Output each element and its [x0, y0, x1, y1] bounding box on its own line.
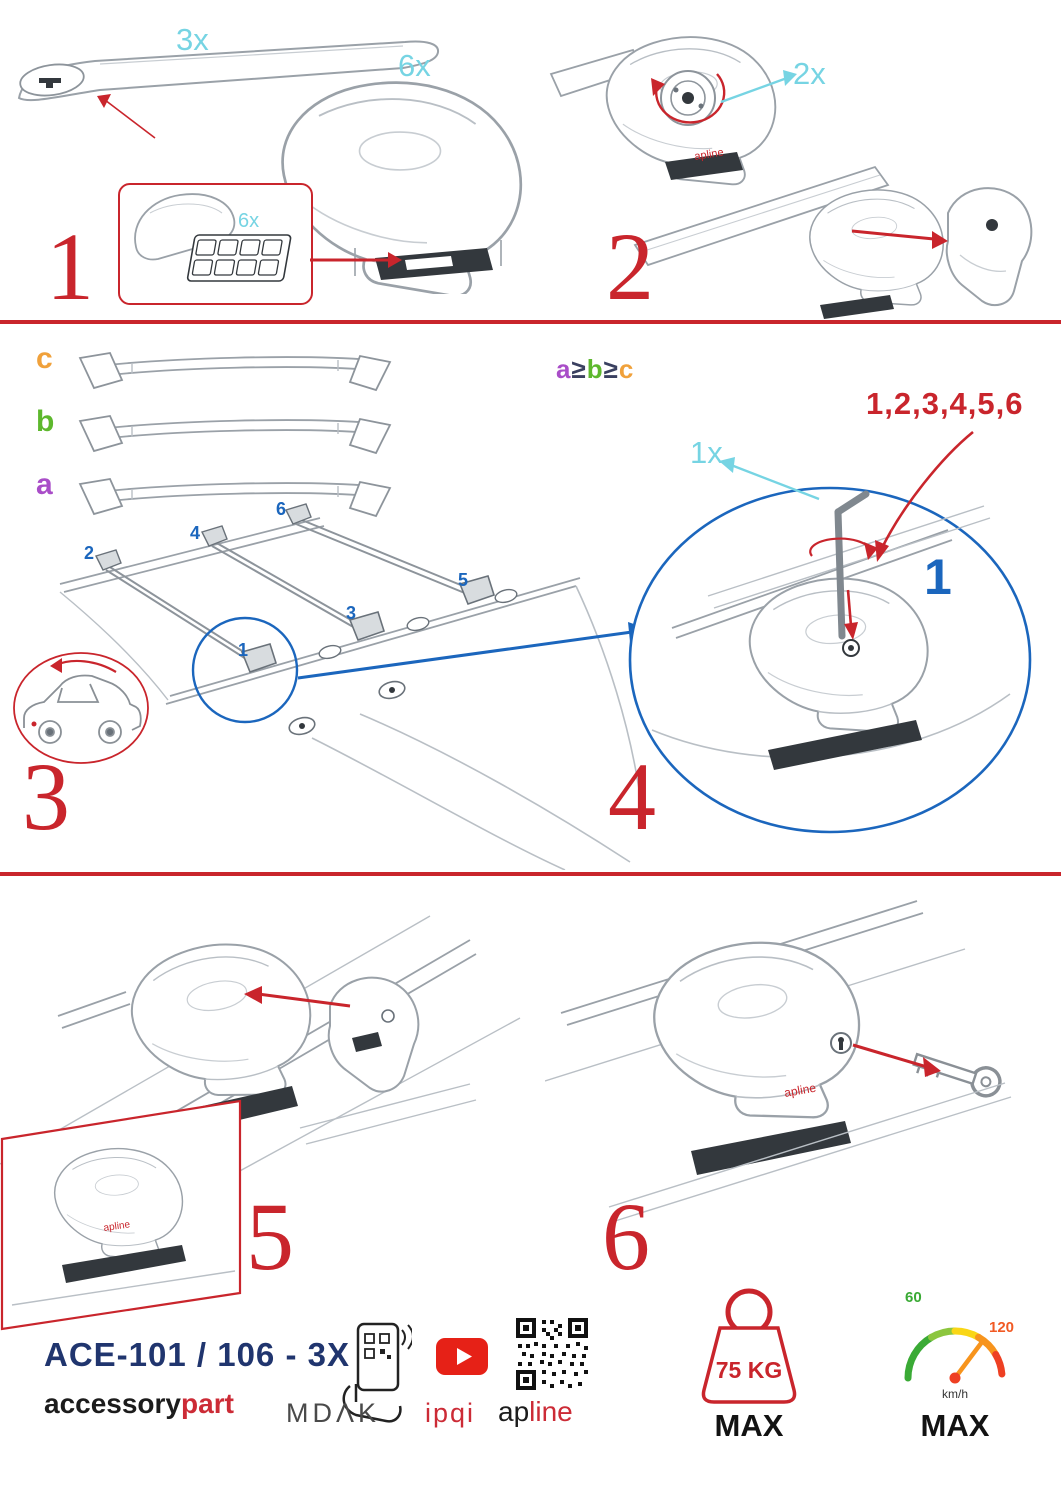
ap-text: ap	[498, 1396, 530, 1427]
mount-pads	[288, 588, 518, 736]
foot-illustration-step1	[281, 81, 523, 294]
speedometer-icon: 60 120 km/h	[904, 1289, 1014, 1401]
foot-dial-illustration: apline	[549, 30, 797, 194]
step-4-number: 4	[608, 743, 656, 850]
key-icon	[912, 1052, 1002, 1098]
max-weight-icon: 75 KG	[701, 1288, 797, 1404]
section-divider-1	[0, 320, 1061, 324]
rule-a: a	[556, 354, 572, 384]
youtube-icon	[436, 1338, 488, 1375]
inset-quantity-label: 6x	[238, 210, 259, 232]
step-6-number: 6	[602, 1183, 650, 1290]
rubber-pad-grid-icon	[186, 234, 292, 282]
crossbar-illustration	[17, 40, 439, 139]
roof-layout-illustration	[59, 503, 643, 870]
ipqi-logo: ipqi	[425, 1398, 476, 1428]
step-3-number: 3	[22, 743, 70, 850]
car-position-inset	[13, 652, 149, 764]
qr-code-icon	[514, 1316, 590, 1392]
end-cap-icon	[945, 187, 1033, 307]
step-5-number: 5	[246, 1183, 294, 1290]
position-2: 2	[84, 543, 95, 563]
weight-max-label: MAX	[714, 1408, 784, 1443]
accessorypart-logo: accessorypart	[44, 1390, 234, 1418]
focus-circle	[191, 616, 299, 724]
rule-b: b	[586, 354, 604, 384]
bar-profile-c	[78, 351, 392, 392]
position-5: 5	[458, 570, 469, 590]
rule-c: c	[618, 354, 635, 384]
position-6: 6	[276, 499, 287, 519]
t-slot-icon	[39, 78, 61, 88]
dial-quantity-label: 2x	[793, 56, 826, 91]
profile-label-c: c	[36, 342, 53, 375]
needle-icon	[952, 1339, 985, 1381]
lock-key-illustration: apline	[545, 900, 1012, 1222]
foot-underside-inset: 6x	[118, 183, 313, 305]
rule-ge1: ≥	[571, 354, 587, 384]
speed-low-label: 60	[905, 1289, 922, 1306]
first-position-label: 1	[924, 549, 952, 605]
brand-on-foot: apline	[783, 1081, 817, 1100]
apline-logo: apline	[498, 1398, 573, 1426]
foot-underside-illustration: 6x	[134, 193, 292, 282]
weight-value: 75 KG	[716, 1357, 782, 1383]
mdak-logo: MDΛK	[286, 1398, 381, 1428]
allen-key-icon	[834, 490, 870, 640]
bar-profile-a	[78, 477, 392, 518]
profile-label-b: b	[36, 405, 55, 438]
model-number: ACE-101 / 106 - 3X	[44, 1336, 350, 1373]
profile-label-a: a	[36, 468, 53, 501]
speed-max-label: MAX	[920, 1408, 990, 1443]
bar-quantity-label: 3x	[176, 22, 209, 57]
foot-quantity-label: 6x	[398, 48, 431, 83]
tension-dial-icon	[660, 70, 716, 126]
position-1: 1	[238, 640, 249, 660]
rotate-arrow	[655, 73, 726, 124]
speed-high-label: 120	[989, 1319, 1014, 1336]
position-4: 4	[190, 523, 201, 543]
part-text: part	[181, 1388, 234, 1419]
tighten-order-label: 1,2,3,4,5,6	[866, 386, 1024, 421]
bar-profile-b	[78, 414, 392, 455]
section-divider-2	[0, 872, 1061, 876]
rule-ge2: ≥	[603, 354, 619, 384]
clamp-piece-icon	[327, 976, 420, 1093]
endcap-assembly-illustration	[633, 165, 1033, 319]
step-1-number: 1	[46, 213, 94, 320]
accessory-text: accessory	[44, 1388, 182, 1419]
key-quantity-label: 1x	[690, 435, 723, 470]
zoom-connector-arrow	[297, 622, 648, 680]
torque-zoom-illustration	[628, 486, 1032, 834]
step-2-number: 2	[606, 213, 654, 320]
position-3: 3	[346, 603, 357, 623]
installed-foot-inset: apline	[0, 1099, 242, 1331]
brand-on-foot: apline	[694, 147, 725, 163]
order-curve-arrow	[875, 430, 974, 562]
brand-on-foot: apline	[103, 1219, 131, 1234]
lock-icon	[830, 1032, 852, 1054]
scan-phone-icon	[342, 1322, 412, 1423]
speed-unit-label: km/h	[942, 1387, 968, 1401]
length-rule: a≥b≥c	[556, 354, 634, 385]
insert-pad-arrow	[310, 252, 402, 268]
key-callout-arrow	[719, 457, 820, 501]
car-icon	[23, 674, 142, 744]
line-text: line	[529, 1396, 573, 1427]
